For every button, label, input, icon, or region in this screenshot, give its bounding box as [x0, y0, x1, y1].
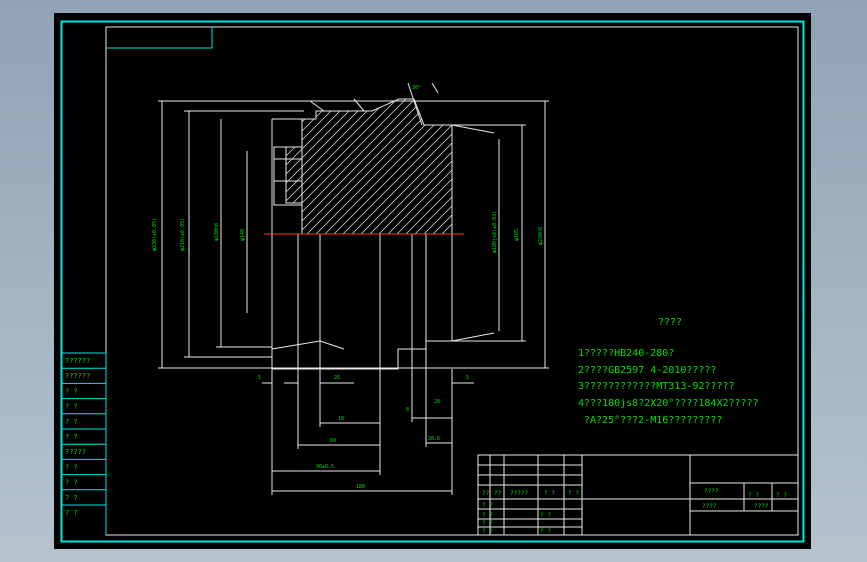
dim-len-b: 60 — [330, 438, 336, 444]
dim-angle: 30° — [412, 85, 421, 91]
dim-len-c: 18 — [338, 416, 344, 422]
outer-frame — [60, 20, 805, 543]
cad-viewport[interactable]: ????????????? ?? ?? ?? ??????? ?? ?? ?? … — [54, 13, 811, 549]
dim-len-a: 96±0.5 — [316, 464, 334, 470]
dim-d-bore: φ180h8 — [214, 223, 220, 241]
tb-a4: ? ? — [568, 490, 579, 497]
note-line-1: 1?????HB240-280? — [578, 348, 674, 359]
tb-a2: ????? — [510, 490, 528, 497]
left-label-7: ? ? — [65, 463, 78, 471]
tb-a0: ?? — [482, 490, 490, 497]
dimension-lines — [158, 82, 549, 495]
tb-c5: ? ? — [540, 528, 551, 535]
frame-border — [61, 21, 804, 542]
note-line-5: ?A?25°???2-M16????????? — [584, 415, 722, 426]
dim-d-outer: φ230(±0.05) — [152, 218, 158, 251]
inner-frame — [105, 26, 799, 536]
tb-c1: ? ? — [482, 512, 493, 519]
tb-r2: ? ? — [776, 492, 787, 499]
dim-len-e2: 5 — [466, 375, 469, 381]
dim-d-right3: φ230h8 — [538, 227, 544, 245]
dimension-labels: φ230(±0.05) φ210(±0.05) φ180h8 φ140 φ180… — [152, 85, 544, 490]
note-line-2: 2????GB2597 4-2010????? — [578, 365, 716, 376]
tb-r1: ? ? — [748, 492, 759, 499]
note-line-3: 3????????????MT313-92????? — [578, 381, 735, 392]
dim-d-inner: φ140 — [240, 229, 246, 241]
notes-title: ???? — [658, 317, 682, 328]
left-label-0: ?????? — [65, 357, 90, 365]
tb-r3: ???? — [702, 503, 717, 510]
dim-d-outer2: φ210(±0.05) — [180, 218, 186, 251]
left-label-1: ?????? — [65, 372, 90, 380]
tb-c3: ? ? — [482, 528, 493, 535]
left-label-column: ???????????? ? ? ? ? ? ? ? ?????? ? ? ? ? ? ? ? … — [62, 352, 106, 517]
top-left-box — [106, 27, 213, 49]
left-label-6: ????? — [65, 448, 86, 456]
dim-d-right1: φ180js8(±0.03) — [492, 211, 498, 253]
left-label-2: ? ? — [65, 387, 78, 395]
tb-a1: ?? — [494, 490, 502, 497]
dim-len-total: 180 — [356, 484, 365, 490]
technical-notes: ???? 1?????HB240-280? 2????GB2597 4-2010… — [578, 317, 759, 426]
left-label-5: ? ? — [65, 433, 78, 441]
tb-c2: ? ? — [482, 520, 493, 527]
tb-c0: ? ? — [482, 502, 493, 509]
title-block: ?? ?? ???? ? ? ? ? ? ? ? ? ? ? ? ? ? ? ? … — [477, 454, 799, 536]
left-label-8: ? ? — [65, 479, 78, 487]
note-line-4: 4???180js8?2X20°????184X2????? — [578, 398, 759, 409]
tb-r4: ???? — [754, 503, 769, 510]
tb-a3: ? ? — [544, 490, 555, 497]
dim-len-g: 20 — [434, 399, 440, 405]
left-label-4: ? ? — [65, 418, 78, 426]
left-label-10: ? ? — [65, 509, 78, 517]
tb-r0: ???? — [704, 488, 719, 495]
dim-len-e: 5 — [258, 375, 261, 381]
dim-d-right2: φ185 — [514, 229, 520, 241]
dim-len-h: 28.6 — [428, 436, 440, 442]
left-label-9: ? ? — [65, 494, 78, 502]
drawing-canvas: ????????????? ?? ?? ?? ??????? ?? ?? ?? … — [60, 20, 805, 543]
tb-c4: ? ? — [540, 512, 551, 519]
dim-len-d: 26 — [334, 375, 340, 381]
dim-len-f: 8 — [406, 407, 409, 413]
left-label-3: ? ? — [65, 403, 78, 411]
